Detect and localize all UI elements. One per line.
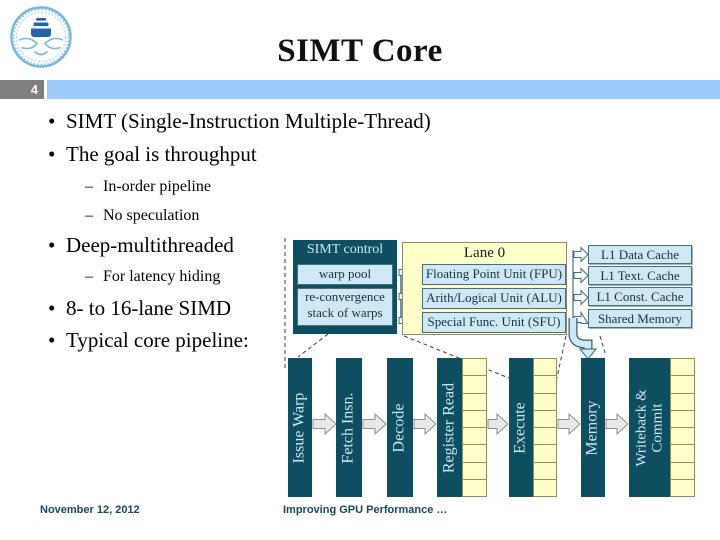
- stage-label: Memory: [583, 399, 601, 456]
- university-logo-icon: [10, 6, 72, 68]
- pipeline-stage-writeback-commit: Writeback & Commit: [629, 358, 670, 497]
- bullet-subitem: In-order pipeline: [40, 176, 490, 197]
- slide-title: SIMT Core: [277, 33, 443, 69]
- alu-box: Arith/Logical Unit (ALU): [422, 288, 566, 309]
- pipeline-stage-fetch: Fetch Insn.: [336, 358, 362, 497]
- lane0-box: Lane 0 Floating Point Unit (FPU) Arith/L…: [402, 242, 567, 335]
- bus-to-cache-arrows: [573, 246, 589, 324]
- stage-label: Issue Warp: [290, 392, 308, 463]
- stage-label: Writeback & Commit: [632, 388, 665, 467]
- bullet-subitem: No speculation: [40, 205, 490, 226]
- arrow-right-icon: [573, 246, 589, 263]
- bullet-item: Deep-multithreaded: [40, 232, 490, 258]
- reconvergence-stack-box: re-convergence stack of warps: [297, 288, 393, 326]
- l1-texture-cache-box: L1 Text. Cache: [588, 266, 692, 285]
- stage-label: Register Read: [440, 382, 458, 473]
- bullet-item: 8- to 16-lane SIMD: [40, 295, 490, 321]
- bullet-item: SIMT (Single-Instruction Multiple-Thread…: [40, 108, 490, 134]
- header-accent-bar: [47, 80, 720, 99]
- footer-date: November 12, 2012: [40, 504, 140, 516]
- simt-control-title: SIMT control: [306, 242, 384, 257]
- stage-label: Execute: [511, 401, 529, 454]
- arrow-right-icon: [573, 310, 589, 324]
- slide-number-badge: 4: [0, 80, 44, 99]
- bullet-subitem: For latency hiding: [40, 266, 490, 287]
- bullet-item: The goal is throughput: [40, 141, 490, 167]
- arrow-right-icon: [362, 412, 387, 436]
- simt-control-box: SIMT control warp pool re-convergence st…: [293, 240, 397, 334]
- pipeline-stage-decode: Decode: [387, 358, 413, 497]
- sfu-box: Special Func. Unit (SFU): [422, 312, 566, 333]
- register-file-column: [533, 358, 557, 497]
- bullet-list: SIMT (Single-Instruction Multiple-Thread…: [40, 108, 490, 353]
- pipeline-stage-execute: Execute: [509, 358, 533, 497]
- shared-memory-box: Shared Memory: [588, 309, 692, 328]
- arrow-right-icon: [573, 267, 589, 284]
- arrow-right-icon: [605, 412, 629, 436]
- arrow-right-icon: [557, 412, 581, 436]
- lane0-title: Lane 0: [463, 245, 506, 261]
- arrow-right-icon: [312, 412, 337, 436]
- warp-pool-box: warp pool: [297, 264, 393, 285]
- l1-const-cache-box: L1 Const. Cache: [588, 287, 692, 306]
- fpu-box: Floating Point Unit (FPU): [422, 264, 566, 285]
- arrow-right-icon: [487, 412, 509, 436]
- register-file-column: [670, 358, 695, 497]
- arrow-right-icon: [413, 412, 437, 436]
- stage-label: Fetch Insn.: [339, 391, 357, 464]
- pipeline-stage-register-read: Register Read: [437, 358, 462, 497]
- register-file-column: [462, 358, 487, 497]
- footer-deck-title: Improving GPU Performance …: [283, 504, 448, 516]
- pipeline-stage-memory: Memory: [581, 358, 605, 497]
- l1-data-cache-box: L1 Data Cache: [588, 245, 692, 264]
- arrow-right-icon: [573, 289, 589, 306]
- stage-label: Decode: [390, 403, 408, 452]
- bullet-item: Typical core pipeline:: [40, 327, 490, 353]
- pipeline-stage-issue-warp: Issue Warp: [288, 358, 312, 497]
